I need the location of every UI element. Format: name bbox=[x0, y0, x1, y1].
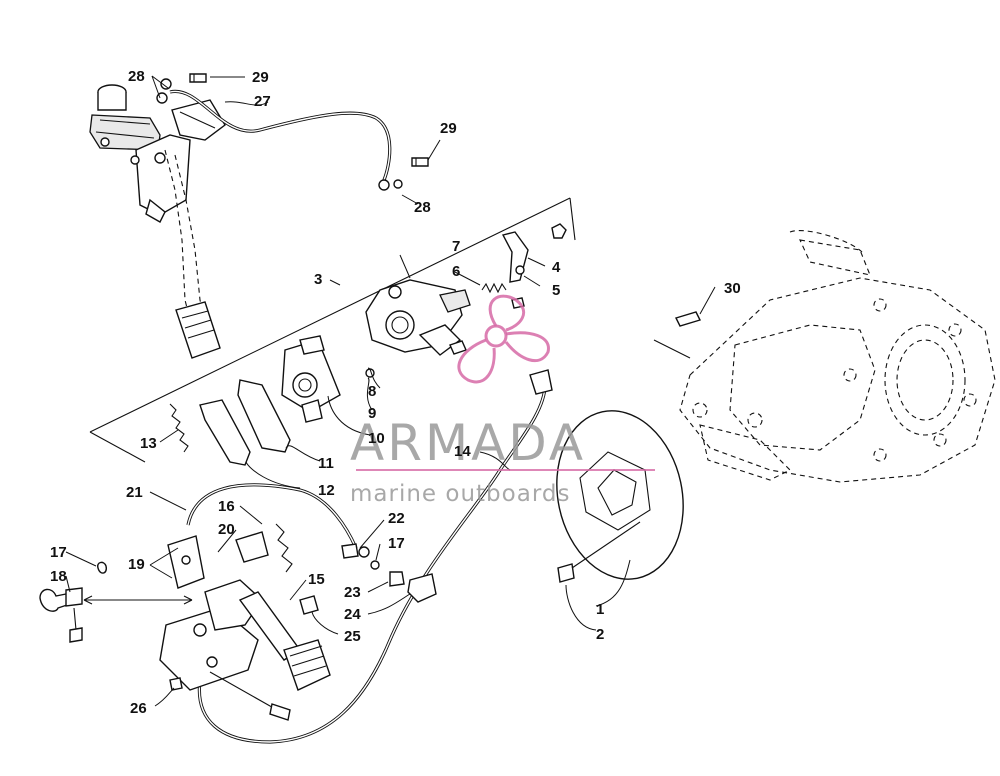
return-spring bbox=[481, 282, 507, 294]
banjo-bolt-upper bbox=[189, 73, 207, 83]
callout-1: 1 bbox=[596, 601, 604, 618]
caliper-lever bbox=[501, 231, 529, 283]
callout-21: 21 bbox=[126, 484, 143, 501]
brake-switch bbox=[167, 531, 269, 589]
watermark-propeller-logo bbox=[457, 294, 550, 384]
callout-11: 11 bbox=[318, 455, 334, 472]
callout-2: 2 bbox=[596, 626, 604, 643]
callout-10: 10 bbox=[368, 430, 385, 447]
disc-bolt bbox=[557, 521, 641, 583]
brake-cable bbox=[197, 369, 553, 744]
brake-pad-inner bbox=[237, 379, 291, 453]
callout-7: 7 bbox=[452, 238, 460, 255]
brake-hose bbox=[169, 89, 403, 191]
transmission-housing bbox=[679, 230, 996, 483]
banjo-bolt-lower bbox=[411, 157, 429, 167]
callout-8: 8 bbox=[368, 383, 376, 400]
watermark: ARMADA marine outboards bbox=[350, 294, 655, 507]
callout-27: 27 bbox=[254, 93, 271, 110]
callout-12: 12 bbox=[318, 482, 335, 499]
caliper-assembly-box bbox=[89, 197, 576, 463]
lock-nut bbox=[551, 223, 567, 239]
caliper-bracket bbox=[281, 335, 341, 423]
callout-16: 16 bbox=[218, 498, 235, 515]
brake-disc bbox=[556, 410, 684, 580]
callout-28-bottom: 28 bbox=[414, 199, 431, 216]
callout-13: 13 bbox=[140, 435, 157, 452]
parking-brake-cable bbox=[186, 483, 358, 549]
master-cylinder-pedal-assembly bbox=[89, 78, 226, 359]
callout-30: 30 bbox=[724, 280, 741, 297]
callout-3: 3 bbox=[314, 271, 322, 288]
callout-9: 9 bbox=[368, 405, 376, 422]
callout-20: 20 bbox=[218, 521, 235, 538]
adjuster-pin bbox=[39, 587, 83, 643]
pedal-spring bbox=[275, 523, 293, 573]
brake-pedal bbox=[238, 591, 331, 691]
leader-lines bbox=[65, 75, 716, 707]
callout-4: 4 bbox=[552, 259, 561, 276]
pad-spring bbox=[169, 403, 189, 453]
callout-22: 22 bbox=[388, 510, 405, 527]
callout-23: 23 bbox=[344, 584, 361, 601]
small-hardware bbox=[96, 543, 437, 691]
caliper-body bbox=[365, 279, 471, 356]
watermark-subtitle: marine outboards bbox=[350, 481, 570, 507]
callout-17-right: 17 bbox=[388, 535, 405, 552]
callout-19: 19 bbox=[128, 556, 145, 573]
callout-28-top: 28 bbox=[128, 68, 145, 85]
pedal-link-rod bbox=[209, 671, 291, 721]
callout-15: 15 bbox=[308, 571, 325, 588]
callout-29-top: 29 bbox=[252, 69, 269, 86]
callout-5: 5 bbox=[552, 282, 560, 299]
callout-14: 14 bbox=[454, 443, 471, 460]
callout-25: 25 bbox=[344, 628, 361, 645]
callout-labels: 1 2 3 4 5 6 7 8 9 10 11 12 13 14 15 16 1… bbox=[50, 68, 741, 717]
callout-24: 24 bbox=[344, 606, 361, 623]
callout-6: 6 bbox=[452, 263, 460, 280]
brake-pedal-bracket bbox=[159, 579, 263, 691]
callout-18: 18 bbox=[50, 568, 67, 585]
arrow-link bbox=[83, 595, 193, 605]
callout-17-left: 17 bbox=[50, 544, 67, 561]
callout-29-bottom: 29 bbox=[440, 120, 457, 137]
callout-26: 26 bbox=[130, 700, 147, 717]
brake-pad-outer bbox=[199, 399, 251, 466]
watermark-title: ARMADA bbox=[350, 414, 586, 472]
transmission-bolt bbox=[653, 311, 701, 359]
